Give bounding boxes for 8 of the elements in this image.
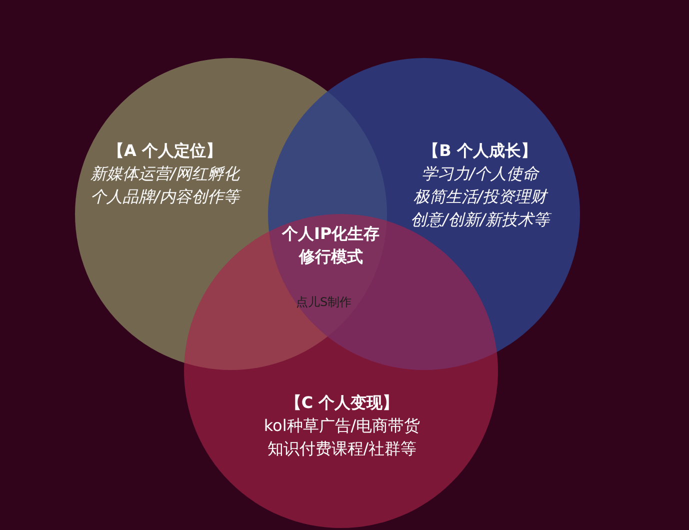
credit-text: 点儿S制作 bbox=[296, 294, 352, 311]
circle-description: kol种草广告/电商带货知识付费课程/社群等 bbox=[264, 415, 420, 460]
center-title: 个人IP化生存修行模式 bbox=[282, 223, 380, 268]
circle-heading: 【A 个人定位】 bbox=[108, 140, 222, 162]
circle-heading: 【B 个人成长】 bbox=[423, 140, 537, 162]
circle-description: 新媒体运营/网红孵化个人品牌/内容创作等 bbox=[90, 163, 240, 208]
circle-heading: 【C 个人变现】 bbox=[285, 392, 399, 414]
circle-description: 学习力/个人使命极简生活/投资理财创意/创新/新技术等 bbox=[410, 162, 550, 231]
